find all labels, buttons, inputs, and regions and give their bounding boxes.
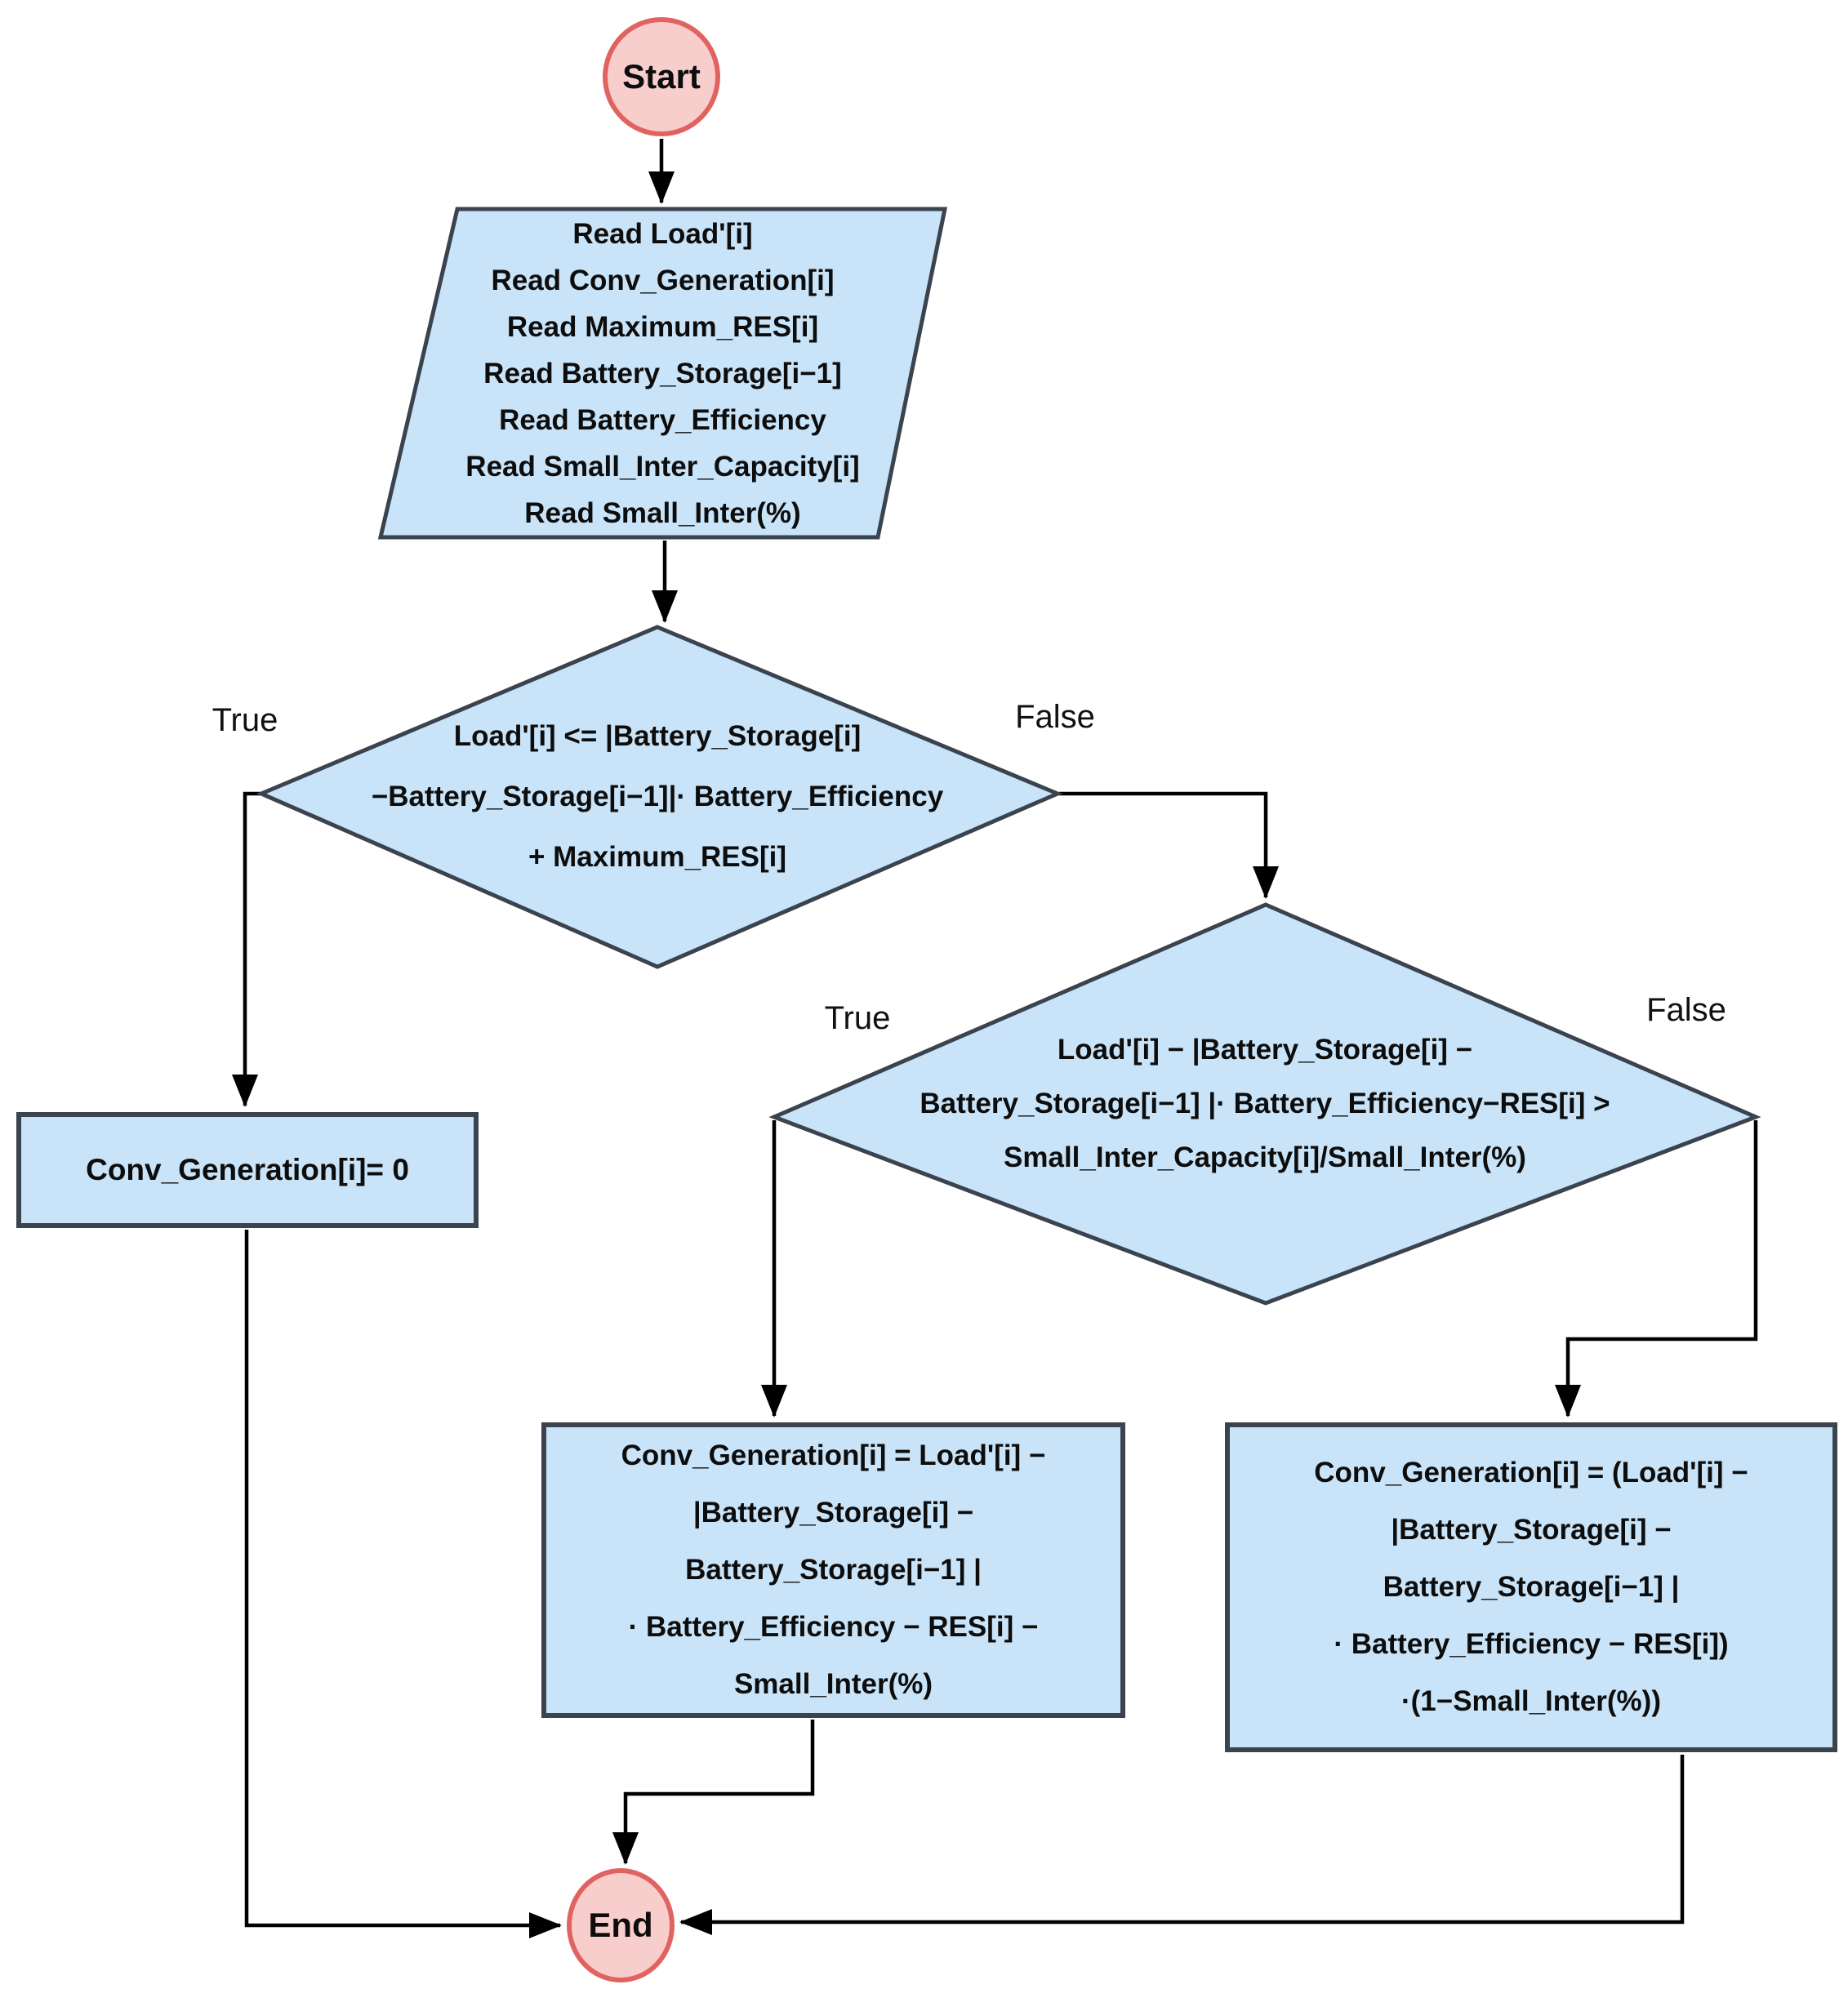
read-inputs-line: Read Small_Inter_Capacity[i]: [465, 450, 860, 483]
read-inputs-line: Read Maximum_RES[i]: [506, 310, 819, 343]
read-inputs-text: Read Load'[i] Read Conv_Generation[i] Re…: [381, 209, 945, 537]
calc-with-inter-line: |Battery_Storage[i] −: [692, 1497, 974, 1529]
decision-2-line: Small_Inter_Capacity[i]/Small_Inter(%): [1004, 1141, 1526, 1173]
decision-1-false-label: False: [1015, 698, 1095, 735]
connector-calc-true-to-end: [612, 1720, 815, 1865]
read-inputs-parallelogram: [377, 207, 948, 540]
calc-without-inter-line: ·(1−Small_Inter(%)): [1401, 1685, 1661, 1717]
decision-2-line: Load'[i] − |Battery_Storage[i] −: [1057, 1034, 1473, 1066]
decision-1-line: + Maximum_RES[i]: [528, 841, 787, 873]
decision-1-text: Load'[i] <= |Battery_Storage[i] −Battery…: [257, 627, 1058, 967]
decision-2-false-label: False: [1646, 991, 1726, 1028]
connector-decision1-false-to-decision2: [1059, 791, 1279, 899]
calc-with-inter-line: · Battery_Efficiency − RES[i] −: [628, 1611, 1039, 1643]
end-label: End: [588, 1906, 653, 1944]
calc-with-inter-line: Battery_Storage[i−1] |: [685, 1554, 982, 1586]
decision-2-true-label: True: [824, 999, 891, 1036]
read-inputs-line: Read Load'[i]: [572, 217, 753, 250]
start-terminal: Start: [603, 17, 720, 136]
decision-2-line: Battery_Storage[i−1] |· Battery_Efficien…: [920, 1088, 1610, 1119]
connector-set-zero-to-end: [244, 1230, 562, 1938]
calc-without-inter-line: Conv_Generation[i] = (Load'[i] −: [1314, 1457, 1748, 1488]
calc-with-inter-line: Small_Inter(%): [733, 1668, 933, 1700]
calc-without-inter-line: · Battery_Efficiency − RES[i]): [1334, 1628, 1729, 1660]
read-inputs-line: Read Battery_Storage[i−1]: [483, 357, 842, 389]
decision-1-line: Load'[i] <= |Battery_Storage[i]: [453, 720, 862, 752]
calc-with-inter-process: Conv_Generation[i] = Load'[i] − |Battery…: [541, 1422, 1125, 1718]
connector-decision2-false-to-calc-false: [1555, 1120, 1758, 1417]
read-inputs-line: Read Small_Inter(%): [524, 496, 801, 529]
end-terminal: End: [567, 1868, 675, 1982]
calc-without-inter-process: Conv_Generation[i] = (Load'[i] − |Batter…: [1225, 1422, 1837, 1752]
calc-without-inter-line: Battery_Storage[i−1] |: [1383, 1571, 1680, 1603]
decision-1-diamond: [256, 625, 1063, 969]
calc-without-inter-line: |Battery_Storage[i] −: [1391, 1514, 1672, 1546]
decision-1-line: −Battery_Storage[i−1]|· Battery_Efficien…: [371, 781, 944, 812]
decision-2-text: Load'[i] − |Battery_Storage[i] − Battery…: [774, 905, 1756, 1303]
set-zero-label: Conv_Generation[i]= 0: [86, 1153, 409, 1186]
decision-1-true-label: True: [212, 701, 278, 738]
start-label: Start: [622, 57, 701, 96]
read-inputs-line: Read Conv_Generation[i]: [491, 264, 835, 296]
calc-with-inter-line: Conv_Generation[i] = Load'[i] −: [621, 1440, 1046, 1471]
read-inputs-line: Read Battery_Efficiency: [499, 403, 826, 436]
decision-2-diamond: [768, 902, 1761, 1306]
connector-calc-false-to-end: [679, 1755, 1685, 1935]
set-zero-process: Conv_Generation[i]= 0: [16, 1112, 479, 1228]
